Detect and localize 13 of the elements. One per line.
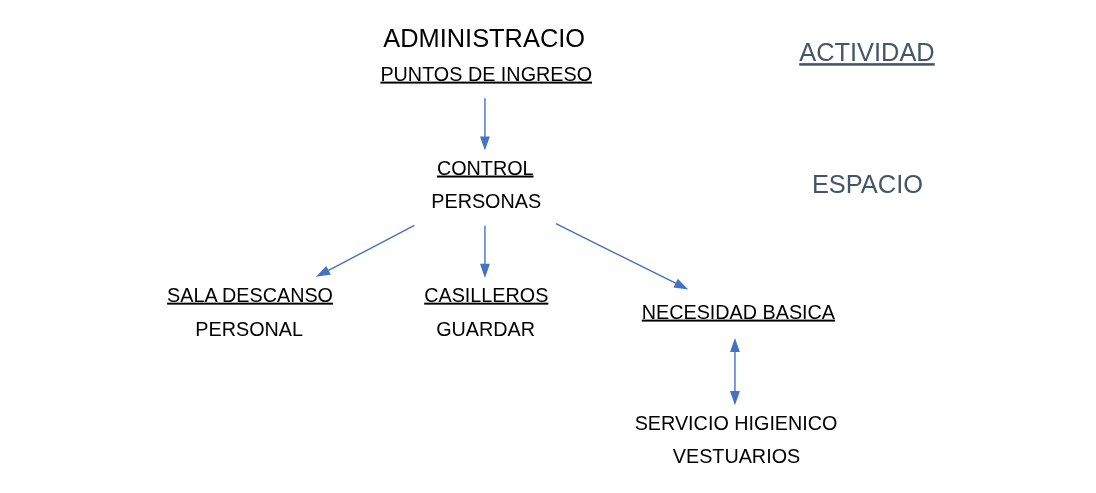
arrow xyxy=(554,222,688,289)
node-text: ADMINISTRACIO PUNTOS DE INGRESO xyxy=(379,23,592,85)
label: ESPACIO xyxy=(811,169,923,198)
label: ACTIVIDAD xyxy=(798,37,935,66)
node-text: CASILLEROS GUARDAR xyxy=(423,283,548,340)
node-text: CONTROL PERSONAS xyxy=(430,156,541,212)
node-text: SALA DESCANSO PERSONAL xyxy=(166,283,333,340)
node-text: NECESIDAD BASICA xyxy=(641,300,835,323)
arrow xyxy=(729,337,740,405)
node-text: SERVICIO HIGIENICO VESTUARIOS xyxy=(634,411,837,467)
arrow xyxy=(315,224,415,277)
arrow xyxy=(479,224,490,278)
arrow xyxy=(479,96,490,151)
